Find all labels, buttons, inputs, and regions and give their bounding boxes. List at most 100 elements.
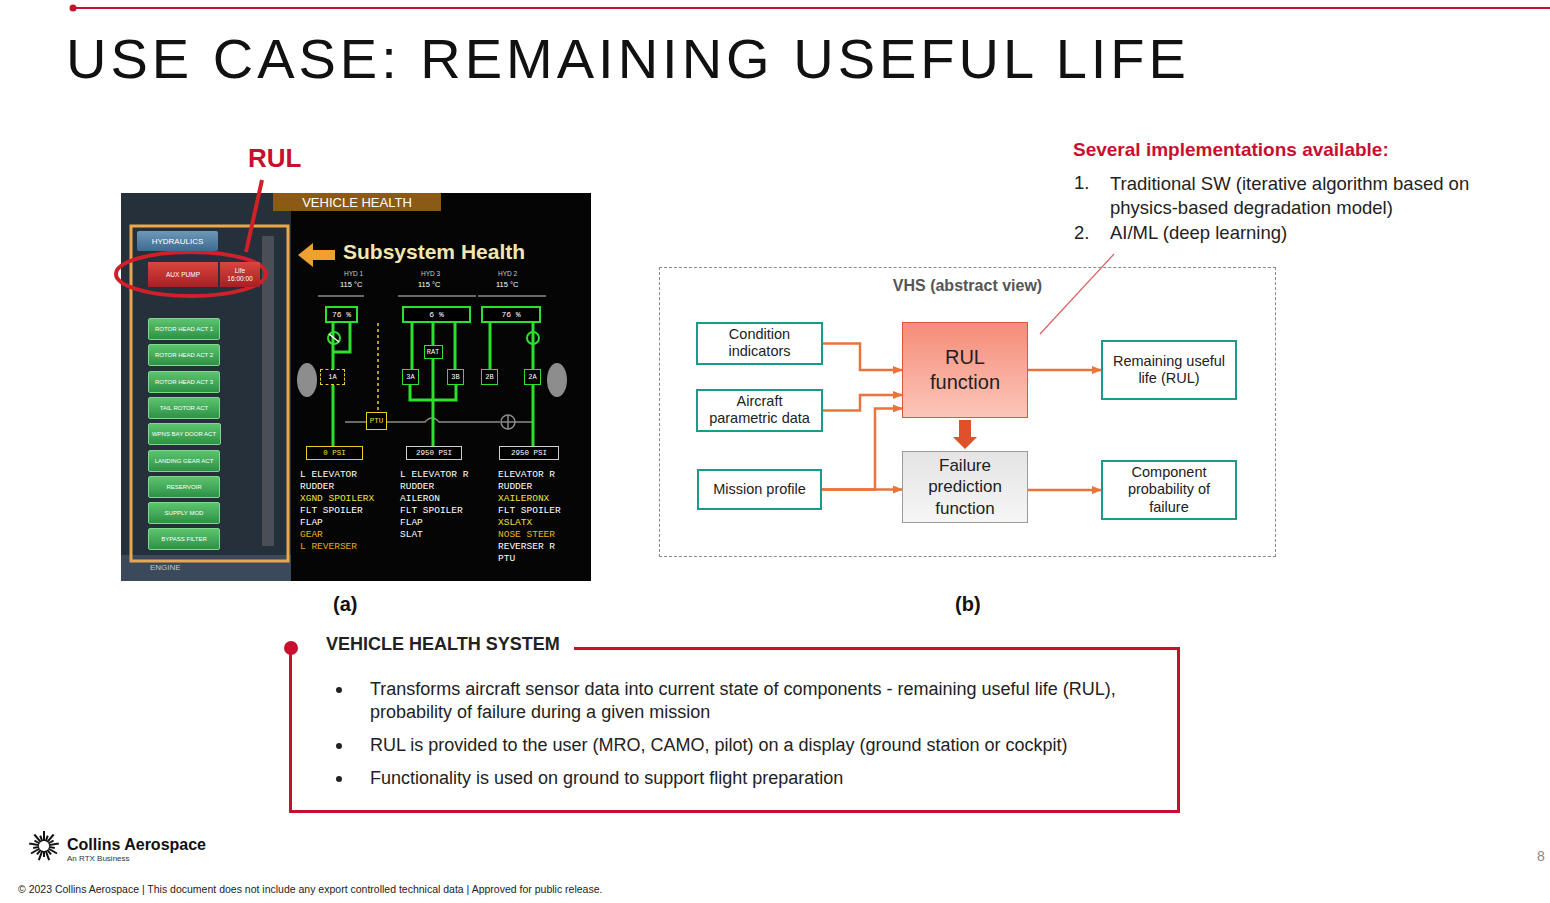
flow-arrow — [822, 408, 902, 489]
logo-ray — [46, 851, 49, 860]
actuator-box: 3B — [447, 369, 464, 385]
data-box: Mission profile — [697, 469, 822, 510]
reservoir-box: 76 % — [325, 306, 358, 323]
note-text: Several implementations available: — [1073, 139, 1389, 161]
node-text: RAT — [427, 348, 440, 356]
node-text: AUX PUMP — [166, 271, 200, 278]
panel-top-rule — [574, 647, 1180, 650]
node-text: Failure prediction function — [909, 455, 1021, 519]
logo-ray — [33, 847, 39, 848]
node-text: BYPASS FILTER — [161, 536, 206, 543]
pressure-box: 2950 PSI — [499, 446, 559, 460]
subsystem-button: LANDING GEAR ACT — [148, 450, 220, 472]
node-text: RESERVOIR — [166, 484, 201, 491]
surface-name: NOSE STEER — [498, 530, 555, 541]
surface-name: FLT SPOILER — [300, 506, 363, 517]
alert-button: Life 16:00:00 — [220, 262, 260, 287]
tab-box: VEHICLE HEALTH — [273, 193, 441, 211]
temperature: 115 °C — [418, 281, 440, 290]
node-text: 76 % — [332, 310, 351, 319]
rule-dot — [70, 5, 77, 12]
nav-item: ENGINE — [150, 563, 181, 572]
temperature: 115 °C — [496, 281, 518, 290]
logo-ray — [43, 851, 45, 857]
actuator-box: RAT — [424, 345, 443, 359]
screenshot — [116, 180, 591, 581]
node-text: ROTOR HEAD ACT 3 — [155, 379, 213, 386]
system-name: HYD 2 — [498, 270, 517, 277]
node-text: 1A — [328, 373, 336, 381]
flow-arrow — [822, 488, 902, 491]
function-box: Failure prediction function — [902, 451, 1028, 523]
surface-name: PTU — [498, 554, 515, 565]
surface-name: RUDDER — [400, 482, 434, 493]
bullet-text: Transforms aircraft sensor data into cur… — [370, 678, 1146, 724]
actuator-box: 1A — [320, 369, 345, 385]
surface-name: FLAP — [300, 518, 323, 529]
figure-tag: (a) — [333, 593, 357, 616]
logo-ray — [40, 836, 42, 842]
panel-dot — [284, 641, 298, 655]
logo-ray — [49, 847, 55, 848]
page-number: 8 — [1537, 848, 1545, 864]
actuator-box: 2A — [524, 369, 541, 385]
node-text: Aircraft parametric data — [704, 393, 815, 428]
pressure-box: 2950 PSI — [406, 446, 462, 460]
logo-text: Collins Aerospace — [67, 836, 206, 854]
data-box: Condition indicators — [696, 322, 823, 365]
logo-sunburst — [29, 831, 59, 860]
subsystem-button: BYPASS FILTER — [148, 528, 220, 550]
system-name: HYD 3 — [421, 270, 440, 277]
note-text: AI/ML (deep learning) — [1110, 222, 1287, 243]
top-rule — [70, 7, 1550, 9]
node-text: 2950 PSI — [416, 449, 452, 457]
bullet-text: Functionality is used on ground to suppo… — [370, 767, 843, 790]
temperature: 115 °C — [340, 281, 362, 290]
subsystem-button: TAIL ROTOR ACT — [148, 397, 220, 419]
bullet-dot — [336, 743, 342, 749]
flow-arrow — [823, 343, 902, 370]
surface-name: XAILERONX — [498, 494, 549, 505]
reservoir-box: 6 % — [402, 306, 471, 323]
panel-title: Subsystem Health — [343, 240, 525, 264]
surface-name: RUDDER — [300, 482, 334, 493]
node-text: 6 % — [429, 310, 443, 319]
subsystem-button: WPNS BAY DOOR ACT — [148, 423, 221, 445]
subsystem-button: SUPPLY MOD — [148, 502, 220, 524]
flow-arrow — [1028, 369, 1101, 372]
bullet-item: Transforms aircraft sensor data into cur… — [336, 678, 1146, 724]
surface-name: FLT SPOILER — [400, 506, 463, 517]
actuator-box: 2B — [481, 369, 498, 385]
data-box: Aircraft parametric data — [696, 389, 823, 432]
node-text: 76 % — [501, 310, 520, 319]
bullet-list: Transforms aircraft sensor data into cur… — [336, 678, 1146, 800]
function-box: RUL function — [902, 322, 1028, 418]
node-text: HYDRAULICS — [152, 237, 204, 246]
surface-name: L ELEVATOR — [300, 470, 357, 481]
node-text: 0 PSI — [323, 449, 346, 457]
node-text: SUPPLY MOD — [165, 510, 204, 517]
subsystem-button: ROTOR HEAD ACT 3 — [148, 371, 220, 393]
note-text: 2. — [1074, 222, 1089, 243]
node-text: VHS (abstract view) — [660, 277, 1275, 295]
logo-ray — [48, 841, 53, 844]
node-text: Component probability of failure — [1109, 464, 1229, 516]
dashed-group: VHS (abstract view) Condition indicatorsA… — [659, 267, 1276, 557]
subsystem-button: RESERVOIR — [148, 476, 220, 498]
subsystem-button: ROTOR HEAD ACT 1 — [148, 318, 220, 340]
pressure-box: PTU — [366, 412, 387, 430]
surface-name: REVERSER R — [498, 542, 555, 553]
node-text: 3B — [451, 373, 459, 381]
callout-label: RUL — [248, 144, 301, 174]
header-button: HYDRAULICS — [137, 231, 218, 251]
copyright: © 2023 Collins Aerospace | This document… — [18, 883, 602, 895]
node-text: 3A — [406, 373, 414, 381]
logo-ray — [43, 831, 45, 841]
logo-ray — [34, 835, 40, 843]
node-text: ROTOR HEAD ACT 1 — [155, 326, 213, 333]
note-text: Traditional SW (iterative algorithm base… — [1110, 172, 1540, 221]
bullet-text: RUL is provided to the user (MRO, CAMO, … — [370, 734, 1068, 757]
node-text: Life 16:00:00 — [222, 267, 258, 281]
surface-name: SLAT — [400, 530, 423, 541]
